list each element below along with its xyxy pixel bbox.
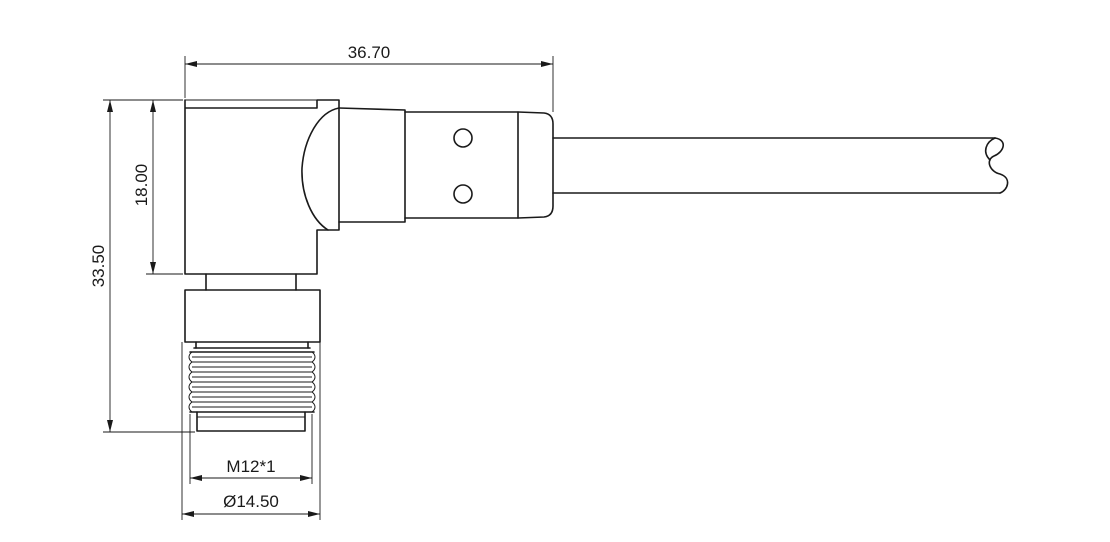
cable (552, 137, 1009, 194)
dim-overall-height: 33.50 (89, 99, 195, 433)
dim-body-height-label: 18.00 (132, 164, 151, 207)
dim-thread: M12*1 (189, 414, 313, 484)
vent-hole-lower (453, 184, 473, 204)
dim-thread-label: M12*1 (226, 457, 275, 476)
knurled-nut (184, 289, 321, 343)
dim-nut-diameter-label: Ø14.50 (223, 492, 279, 511)
neck (205, 273, 297, 291)
dim-overall-length-label: 36.70 (348, 43, 391, 62)
connector-body (184, 99, 340, 275)
vent-hole-upper (453, 128, 473, 148)
strain-relief (338, 107, 554, 223)
dim-body-height: 18.00 (132, 99, 183, 275)
dim-overall-length: 36.70 (184, 43, 554, 112)
dim-overall-height-label: 33.50 (89, 245, 108, 288)
thread-section (188, 341, 316, 432)
dim-nut-diameter: Ø14.50 (181, 342, 321, 520)
